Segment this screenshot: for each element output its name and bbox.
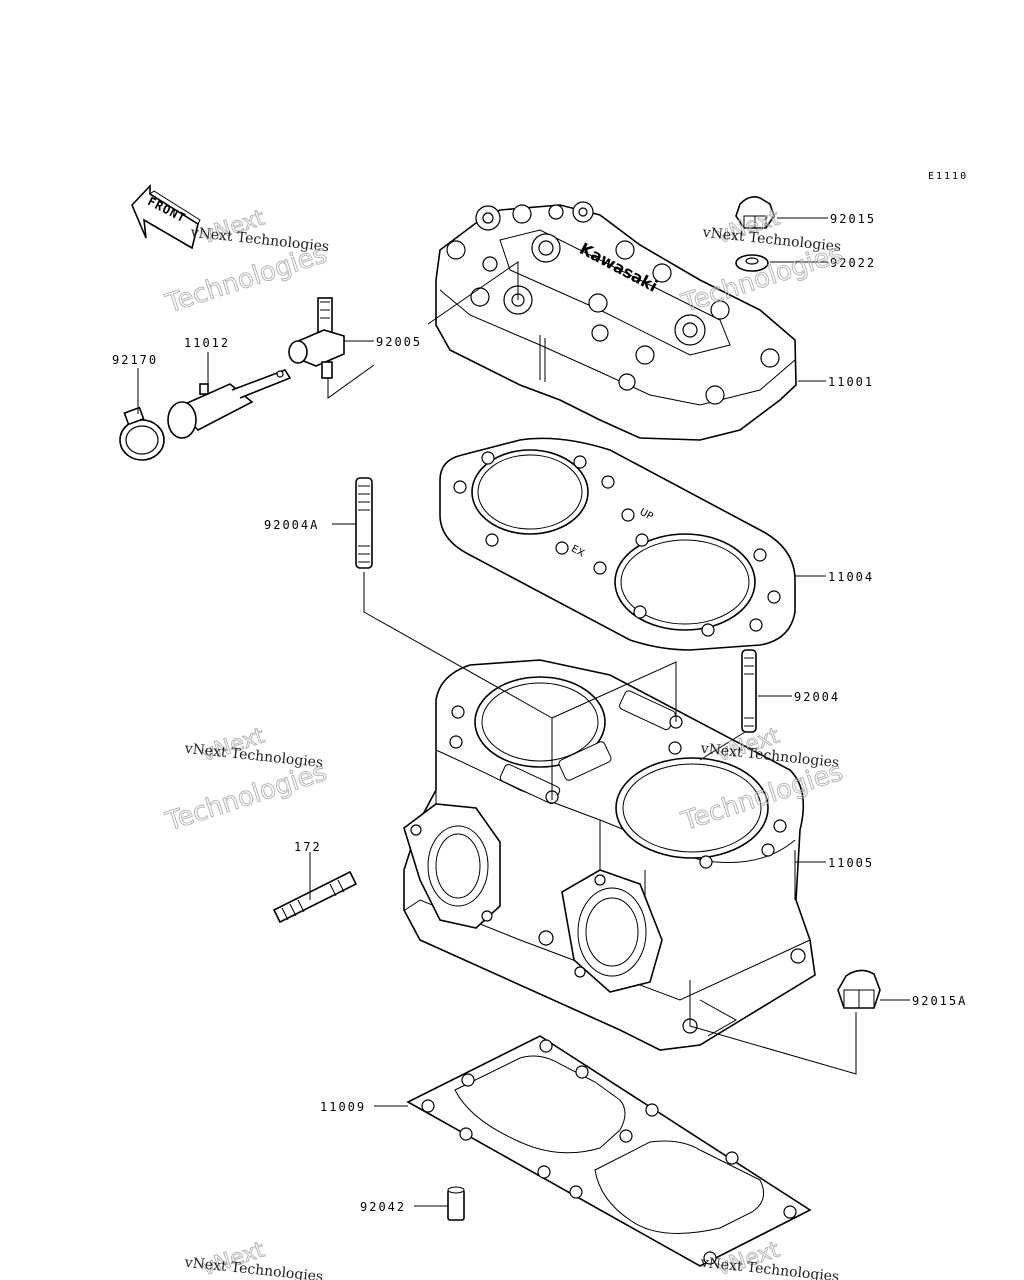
part-label-92015: 92015 [830,212,876,226]
base-gasket-11009 [406,1035,812,1267]
part-label-92022: 92022 [830,256,876,270]
sensor-11012 [167,369,292,439]
dowel-pin-92042 [447,1186,465,1221]
cap-nut-92015 [735,196,775,229]
clamp-92170 [119,406,165,461]
diagram-ref-code: E1110 [928,171,968,182]
svg-text:Technologies: Technologies [162,239,331,319]
part-label-11005: 11005 [828,856,874,870]
stud-92004 [741,649,757,733]
part-label-92004: 92004 [794,690,840,704]
cylinder-head-11001: Kawasaki [435,201,797,441]
part-label-11012: 11012 [184,336,230,350]
cap-nut-92015A [837,969,881,1009]
part-label-92005: 92005 [376,335,422,349]
part-label-92004A: 92004A [264,518,319,532]
svg-text:Technologies: Technologies [677,239,846,319]
part-label-172: 172 [294,840,322,854]
watermark-mid-left: vNext vNext Technologies Technologies [161,723,331,838]
svg-text:Technologies: Technologies [162,757,331,837]
washer-92022 [735,254,769,272]
watermark-bottom-left: vNext vNext Technologies [183,1237,324,1280]
stud-172 [272,870,358,924]
part-label-11009: 11009 [320,1100,366,1114]
watermark-top-right: vNext vNext Technologies Technologies [677,205,847,320]
part-label-11004: 11004 [828,570,874,584]
part-label-11001: 11001 [828,375,874,389]
head-gasket-11004: UP EX [439,437,796,651]
stud-92004A [355,477,373,569]
part-label-92015A: 92015A [912,994,967,1008]
part-label-92042: 92042 [360,1200,406,1214]
fitting-92005 [288,297,345,379]
part-label-92170: 92170 [112,353,158,367]
leader-lines [137,217,910,1207]
cylinder-block-11005 [403,659,816,1051]
